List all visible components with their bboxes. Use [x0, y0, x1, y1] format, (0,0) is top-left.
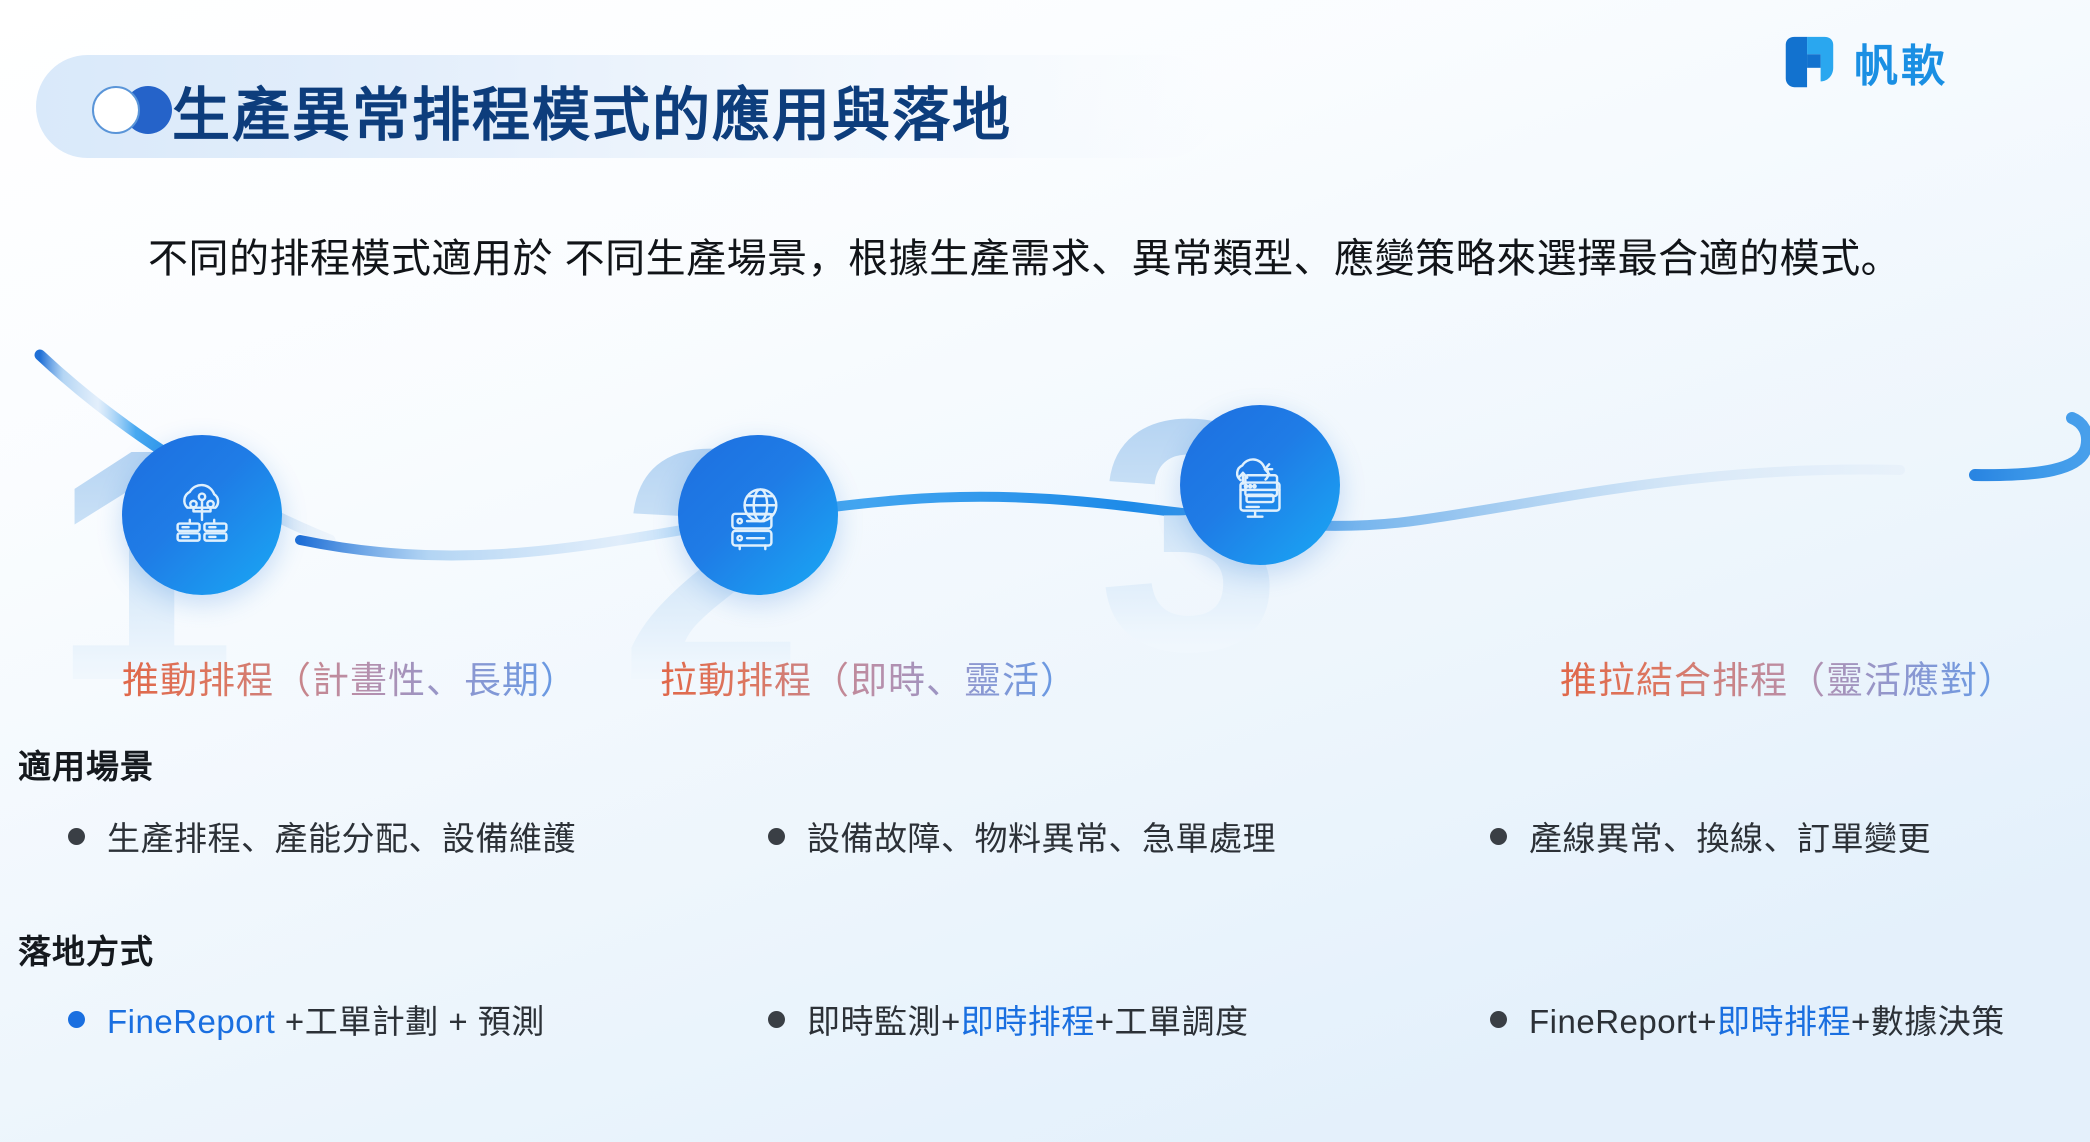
- landing-item-1: FineReport +工單計劃 + 預測: [68, 995, 545, 1043]
- plain-text: +工單調度: [1094, 1003, 1249, 1040]
- highlight-text: 即時排程: [960, 1003, 1095, 1040]
- bullet-dot: [68, 827, 85, 845]
- landing-item-2: 即時監測+即時排程+工單調度: [768, 995, 1249, 1043]
- landing-heading: 落地方式: [18, 933, 154, 970]
- steps-row: 1 推動排程（計畫性、長期） 2: [0, 370, 2090, 730]
- circle-hollow: [92, 86, 140, 134]
- brand-logo: 帆軟: [1778, 30, 1948, 94]
- scenario-item-2: 設備故障、物料異常、急單處理: [768, 812, 1276, 860]
- scenario-item-3: 產線異常、換線、訂單變更: [1490, 812, 1931, 860]
- scenarios-heading: 適用場景: [18, 748, 154, 785]
- globe-server-icon: [731, 488, 778, 551]
- step-2-circle[interactable]: [678, 435, 838, 595]
- page-title: 生產異常排程模式的應用與落地: [172, 83, 1013, 148]
- step-3-label: 推拉結合排程（靈活應對）: [1560, 650, 2016, 704]
- scenario-text: 設備故障、物料異常、急單處理: [807, 820, 1276, 857]
- bullet-dot: [1490, 827, 1507, 845]
- plain-text: +數據決策: [1851, 1003, 2005, 1040]
- highlight-text: 即時排程: [1717, 1003, 1852, 1040]
- highlight-text: FineReport: [107, 1003, 276, 1040]
- step-1-circle[interactable]: [122, 435, 282, 595]
- cloud-server-icon: [176, 483, 228, 542]
- bullet-dot: [68, 1010, 85, 1028]
- scenario-text: 產線異常、換線、訂單變更: [1529, 820, 1931, 857]
- scenario-text: 生產排程、產能分配、設備維護: [107, 820, 576, 857]
- two-circles-icon: [82, 86, 182, 134]
- plain-text: FineReport+: [1529, 1003, 1718, 1040]
- cloud-sync-monitor-icon: [1235, 458, 1281, 518]
- step-2-label: 拉動排程（即時、靈活）: [660, 650, 1078, 704]
- scenario-item-1: 生產排程、產能分配、設備維護: [68, 812, 576, 860]
- step-1-label: 推動排程（計畫性、長期）: [122, 650, 578, 704]
- plain-text: 即時監測+: [807, 1003, 961, 1040]
- bullet-dot: [768, 1010, 785, 1028]
- lead-paragraph: 不同的排程模式適用於 不同生產場景，根據生產需求、異常類型、應變策略來選擇最合適…: [148, 237, 1902, 281]
- landing-text: FineReport+即時排程+數據決策: [1529, 995, 2005, 1043]
- fanruan-logo-icon: [1785, 36, 1834, 88]
- landing-item-3: FineReport+即時排程+數據決策: [1490, 995, 2005, 1043]
- title-pill-background: [36, 55, 1216, 158]
- step-3-circle[interactable]: [1180, 405, 1340, 565]
- logo-text: 帆軟: [1854, 42, 1948, 91]
- bullet-dot: [768, 827, 785, 845]
- plain-text: +工單計劃 + 預測: [275, 1003, 545, 1040]
- landing-text: 即時監測+即時排程+工單調度: [807, 995, 1249, 1043]
- landing-text: FineReport +工單計劃 + 預測: [107, 995, 545, 1043]
- bullet-dot: [1490, 1010, 1507, 1028]
